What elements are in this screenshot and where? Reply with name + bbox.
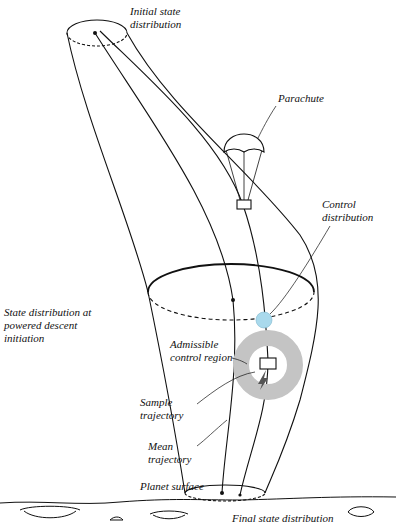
admissible-control-annulus [241, 338, 295, 392]
crater [20, 506, 80, 518]
final-state-label: Final state distribution [232, 512, 392, 525]
lander-on-parachute [237, 200, 251, 209]
control-distribution-label: Control distribution [322, 198, 392, 224]
thrust-arrow [258, 370, 268, 390]
parachute-canopy [224, 134, 264, 152]
planet-surface-line [0, 497, 396, 504]
leader-line [197, 420, 227, 446]
leader-line [270, 226, 330, 314]
crater [348, 507, 374, 517]
leader-line [258, 106, 276, 138]
parachute-lines [226, 150, 262, 200]
initial-state-label: Initial state distribution [130, 5, 210, 31]
final-mean-dot [220, 491, 224, 495]
crater [150, 511, 188, 519]
state-distribution-label: State distribution at powered descent in… [4, 306, 114, 345]
initial-ellipse-top [67, 20, 127, 33]
funnel-left-edge [67, 33, 185, 493]
leader-line [197, 372, 255, 404]
sample-trajectory [100, 31, 268, 495]
final-sample-dot [238, 493, 241, 496]
control-distribution [256, 312, 272, 328]
admissible-region-label: Admissible control region [170, 338, 242, 364]
rock [110, 517, 123, 520]
leader-line [232, 358, 247, 364]
initial-mean-dot [93, 31, 97, 35]
initial-ellipse-bottom [67, 33, 127, 46]
mean-trajectory [95, 33, 235, 493]
middle-ellipse-bottom [148, 292, 314, 320]
middle-mean-dot [231, 298, 235, 302]
mean-trajectory-label: Mean trajectory [148, 440, 208, 466]
powered-lander [260, 358, 276, 369]
sample-trajectory-label: Sample trajectory [140, 396, 200, 422]
parachute-label: Parachute [278, 92, 348, 105]
planet-surface-label: Planet surface [140, 480, 230, 493]
